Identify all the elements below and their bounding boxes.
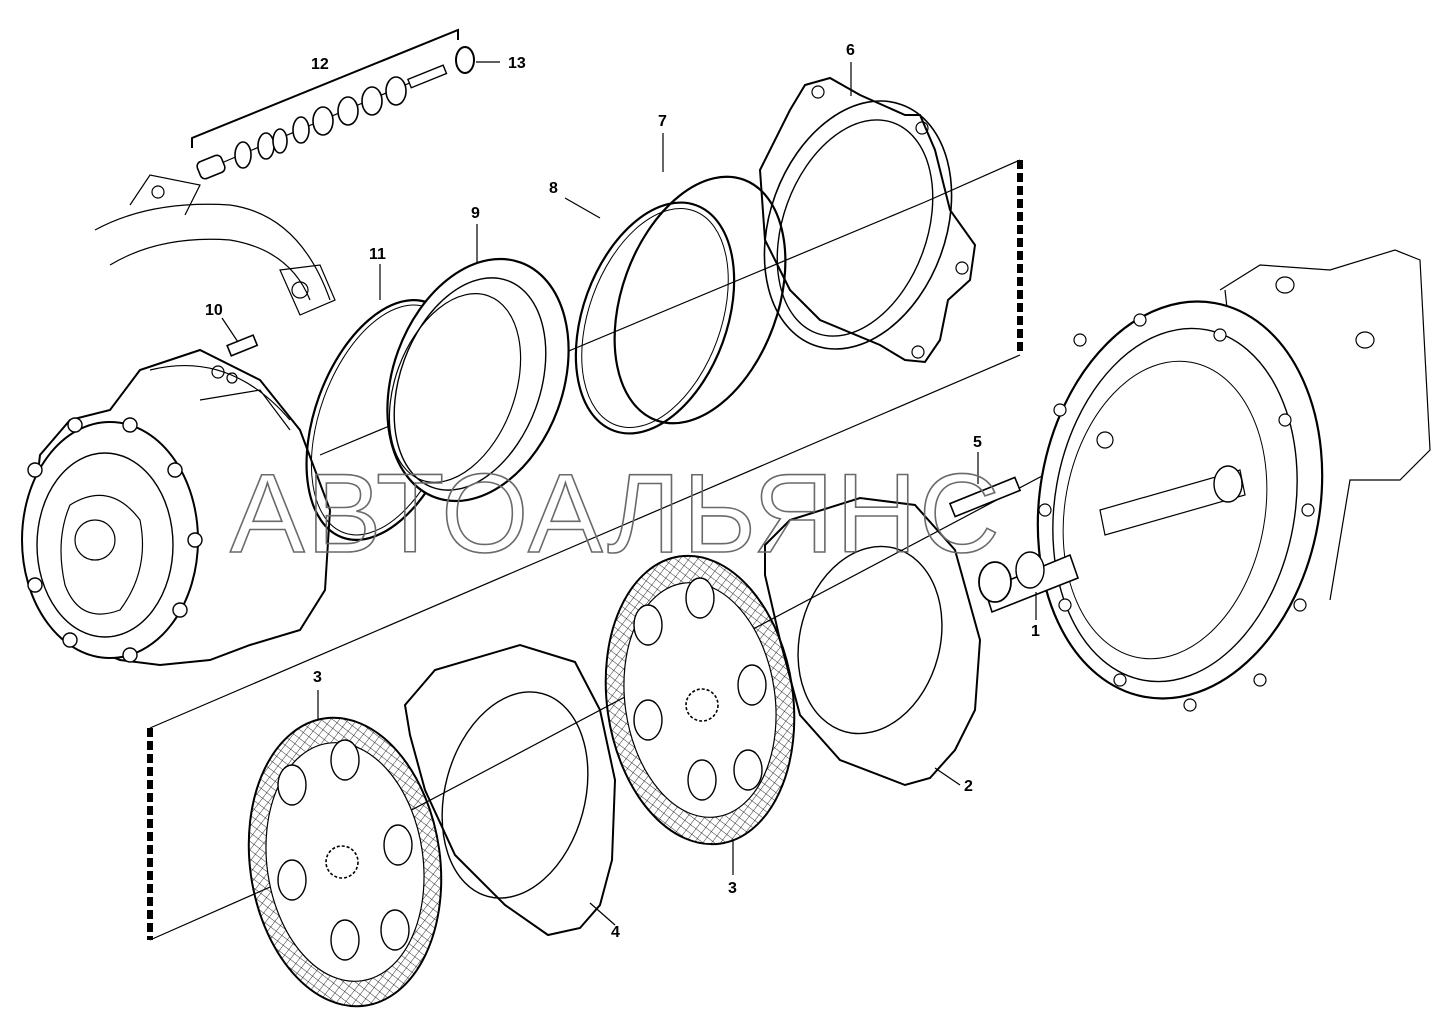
part-3-friction-disc-lower [247,690,443,1008]
part-3-friction-disc-upper [604,554,796,875]
hub-housing-outline [94,174,336,316]
part-9-piston [386,224,570,503]
callout-3-upper: 3 [728,880,737,897]
wheel-hub-assembly [21,348,332,667]
part-8-seal-ring [564,197,736,435]
part-12-pin-stack [191,28,459,180]
callout-12: 12 [311,56,329,73]
callout-7: 7 [658,113,667,130]
part-1-drive-shaft [978,551,1080,620]
part-7-seal-ring [613,133,787,425]
part-13-snap-ring [455,46,500,74]
part-10-dowel-pin [221,317,259,357]
part-4-separator-plate [403,643,617,937]
callout-10: 10 [205,302,223,319]
callout-1: 1 [1031,623,1040,640]
callout-9: 9 [471,205,480,222]
assembly-frame [147,159,1023,941]
callout-6: 6 [846,42,855,59]
callout-3-lower: 3 [313,669,322,686]
part-6-brake-housing [758,62,977,364]
watermark: АВТОАЛЬЯНС [230,451,1002,576]
callout-2: 2 [964,778,973,795]
axle-housing [1036,249,1431,712]
callout-8: 8 [549,180,558,197]
part-5-guide-pin [948,452,1022,518]
callout-13: 13 [508,55,526,72]
callout-11: 11 [369,246,386,263]
callout-4: 4 [611,924,620,941]
callout-5: 5 [973,434,982,451]
